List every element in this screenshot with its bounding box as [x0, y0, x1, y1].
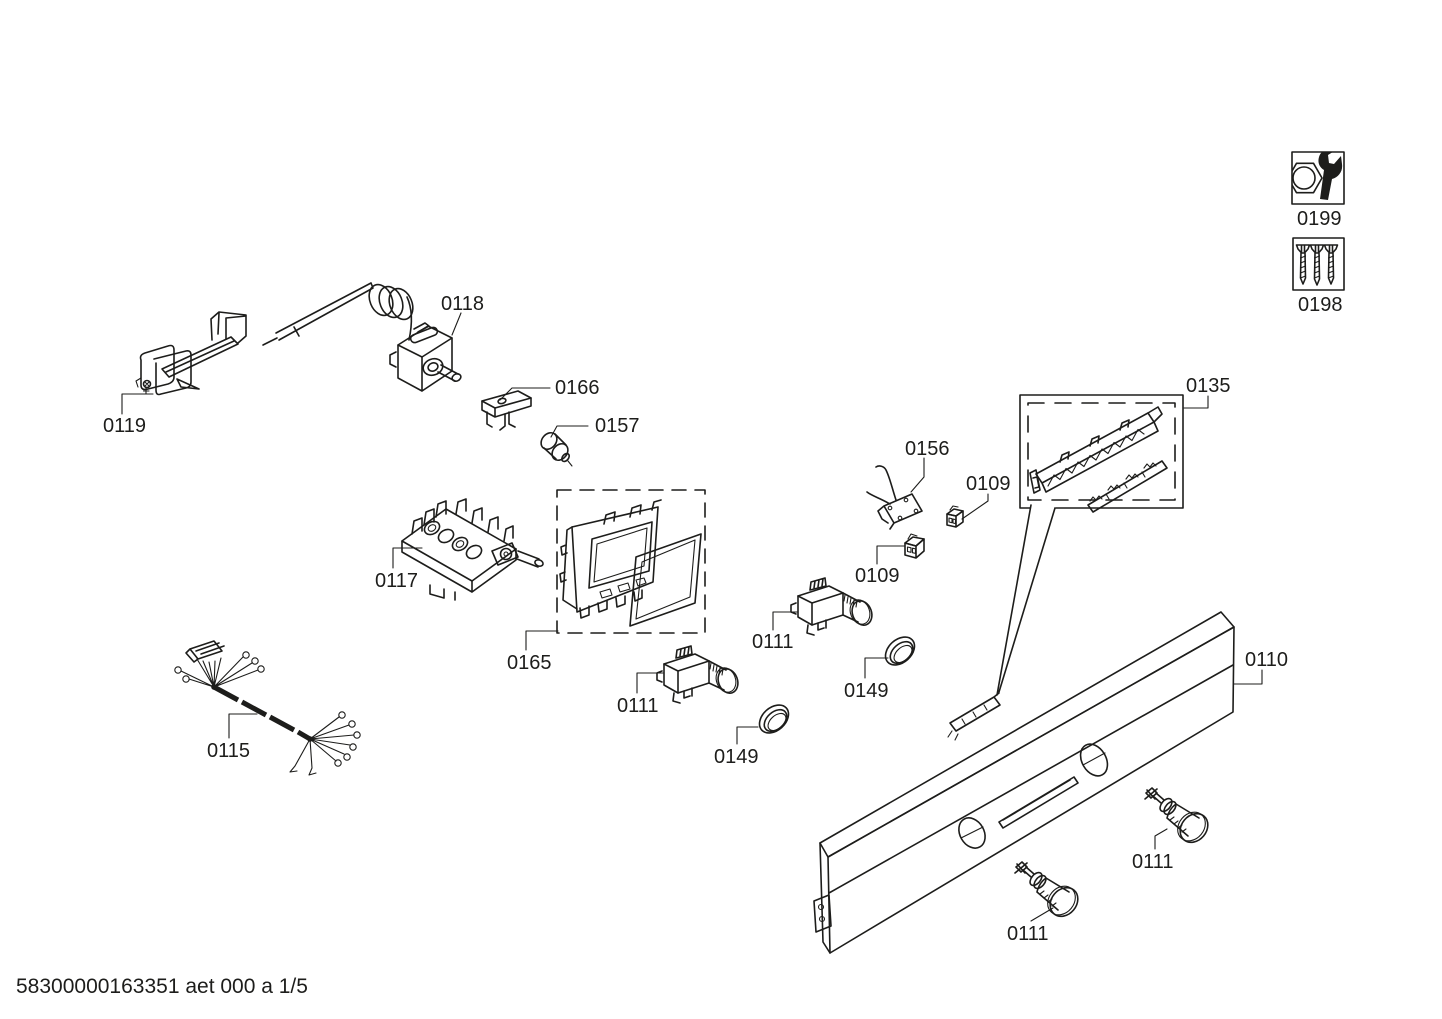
callout-0149-b: 0149	[714, 746, 759, 768]
inset-pointer-lines	[947, 504, 1056, 741]
callout-0115: 0115	[207, 740, 250, 762]
part-0149-ring-lower	[753, 698, 795, 740]
callout-0156: 0156	[905, 438, 950, 460]
part-0115-cable-harness-drawing	[174, 640, 361, 776]
screws-icon	[1295, 244, 1339, 286]
part-0149-ring-upper	[879, 630, 921, 672]
callout-0135: 0135	[1186, 375, 1231, 397]
callout-0109-b: 0109	[855, 565, 900, 587]
callout-0199: 0199	[1297, 208, 1342, 230]
part-0117-switch-block-drawing	[401, 498, 544, 601]
callout-0110: 0110	[1245, 649, 1288, 671]
part-0118-thermostat-drawing	[262, 282, 462, 392]
part-0109-connector-a-drawing	[946, 505, 964, 528]
callout-0157: 0157	[595, 415, 640, 437]
callout-0119: 0119	[103, 415, 146, 437]
part-0109-connector-b-drawing	[904, 533, 925, 559]
part-0166-bracket-drawing	[481, 390, 532, 431]
tools-legend-item	[1291, 151, 1345, 205]
screws-legend-item	[1292, 237, 1345, 291]
part-0111-knob-mid-lower	[656, 645, 743, 704]
callout-0109-a: 0109	[966, 473, 1011, 495]
wrench-and-nut-icon	[1292, 152, 1343, 200]
callout-0149-a: 0149	[844, 680, 889, 702]
part-0157-sleeve-drawing	[540, 431, 573, 467]
part-0111-knob-right-lower	[1014, 861, 1085, 923]
callout-0111-d: 0111	[1007, 923, 1049, 945]
callout-0111-c: 0111	[1132, 851, 1174, 873]
part-0156-sensor-board-drawing	[866, 465, 923, 530]
callout-0118: 0118	[441, 293, 484, 315]
callout-0198: 0198	[1298, 294, 1343, 316]
part-0119-bracket-drawing	[135, 311, 247, 396]
part-0135-button-strip-drawing	[1019, 394, 1184, 513]
callout-0166: 0166	[555, 377, 600, 399]
leader-lines	[121, 312, 1263, 922]
document-code: 58300000163351 aet 000 a 1/5	[16, 975, 308, 998]
part-0110-control-panel-drawing	[813, 611, 1235, 954]
callout-0111-a: 0111	[752, 631, 794, 653]
part-0165-control-module-drawing	[556, 489, 706, 634]
callout-0111-b: 0111	[617, 695, 659, 717]
callout-0165: 0165	[507, 652, 552, 674]
callout-0117: 0117	[375, 570, 418, 592]
